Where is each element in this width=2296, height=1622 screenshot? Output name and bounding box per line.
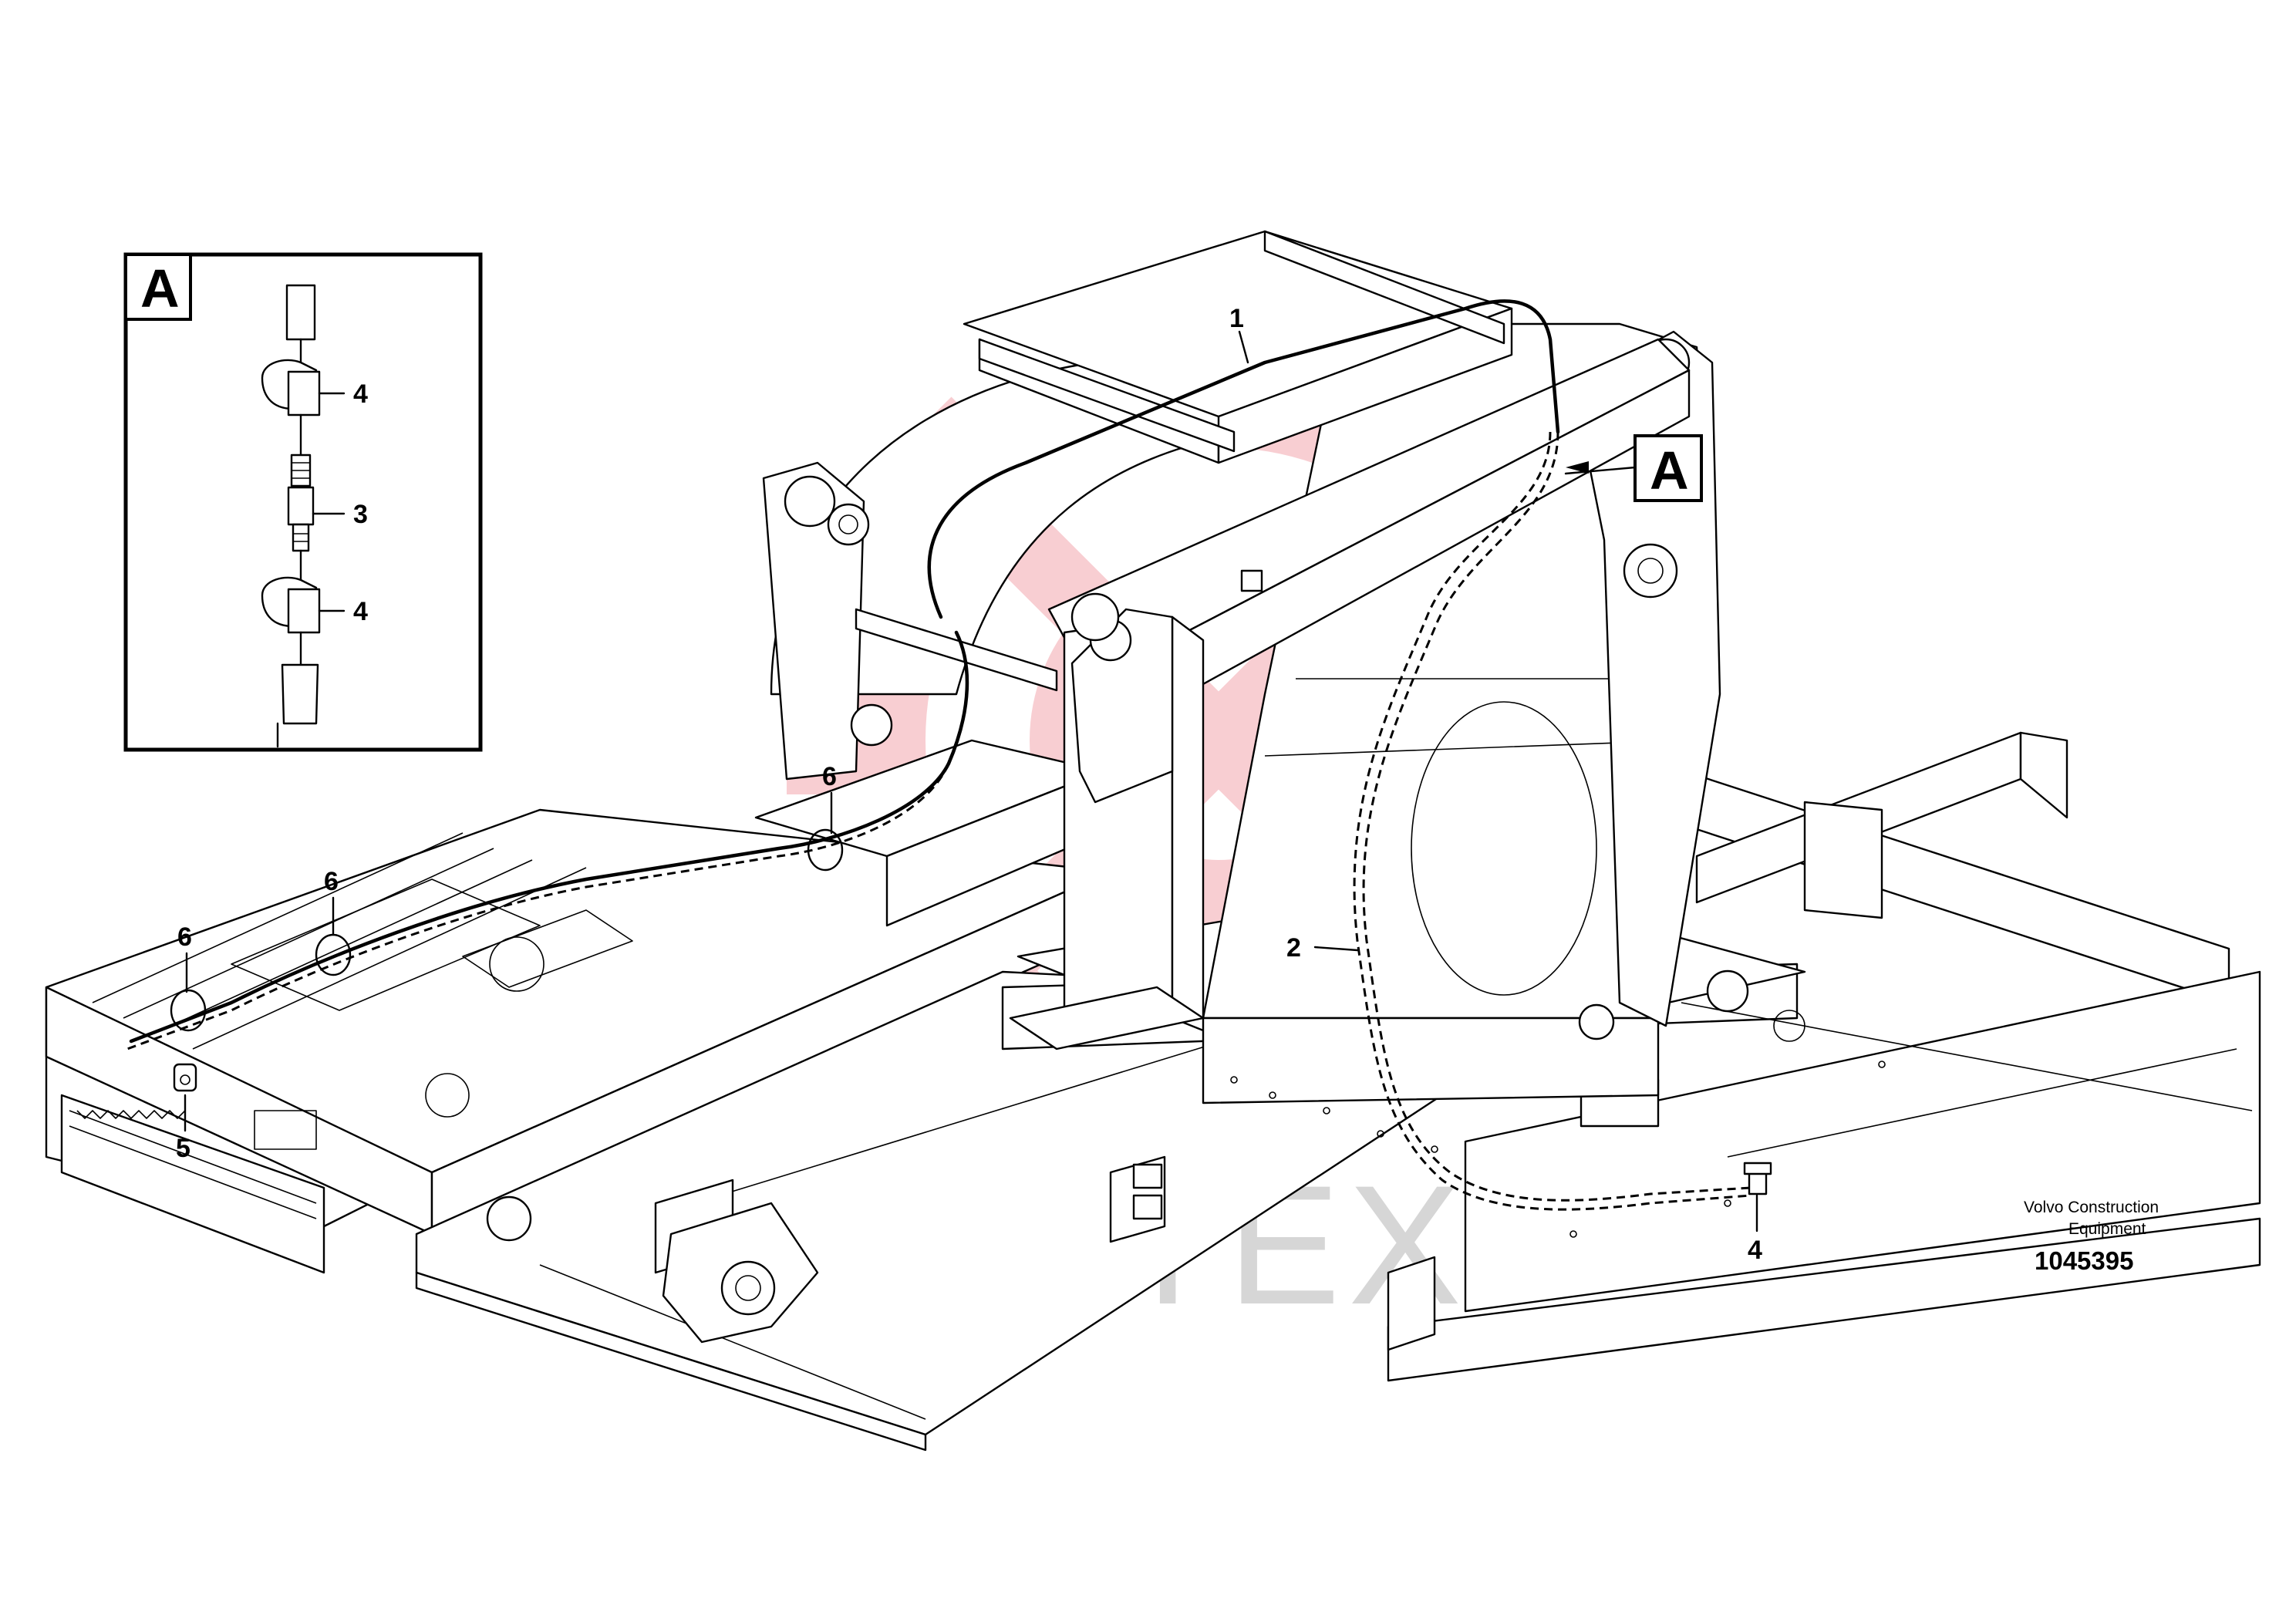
callout-1: 1 — [1229, 304, 1244, 333]
callout-4-main: 4 — [1748, 1236, 1762, 1265]
hose-1 — [129, 299, 1560, 1044]
detail-reference-a: A — [1633, 434, 1703, 502]
callout-5: 5 — [176, 1134, 190, 1163]
credit-line-2: Equipment — [2068, 1220, 2146, 1238]
credit-line-1: Volvo Construction — [2024, 1199, 2159, 1216]
part-number: 1045395 — [2035, 1246, 2133, 1275]
svg-text:A: A — [1650, 440, 1689, 501]
detail-view-a: A — [123, 252, 483, 752]
detail-callout-3: 3 — [353, 500, 368, 529]
upper-frame-drawing — [45, 230, 2261, 1452]
detail-callout-4-top: 4 — [353, 379, 368, 409]
callout-6-center: 6 — [822, 762, 837, 791]
clip-5 — [173, 1063, 197, 1092]
hose-2 — [126, 431, 1752, 1211]
callout-2: 2 — [1286, 933, 1301, 963]
fitting-4 — [1743, 1162, 1772, 1195]
callout-6-mid: 6 — [324, 867, 339, 896]
callout-leaders — [184, 330, 1758, 1233]
callout-6-left: 6 — [177, 922, 192, 952]
detail-callout-4-bottom: 4 — [353, 597, 368, 626]
detail-label-a: A — [140, 258, 180, 319]
